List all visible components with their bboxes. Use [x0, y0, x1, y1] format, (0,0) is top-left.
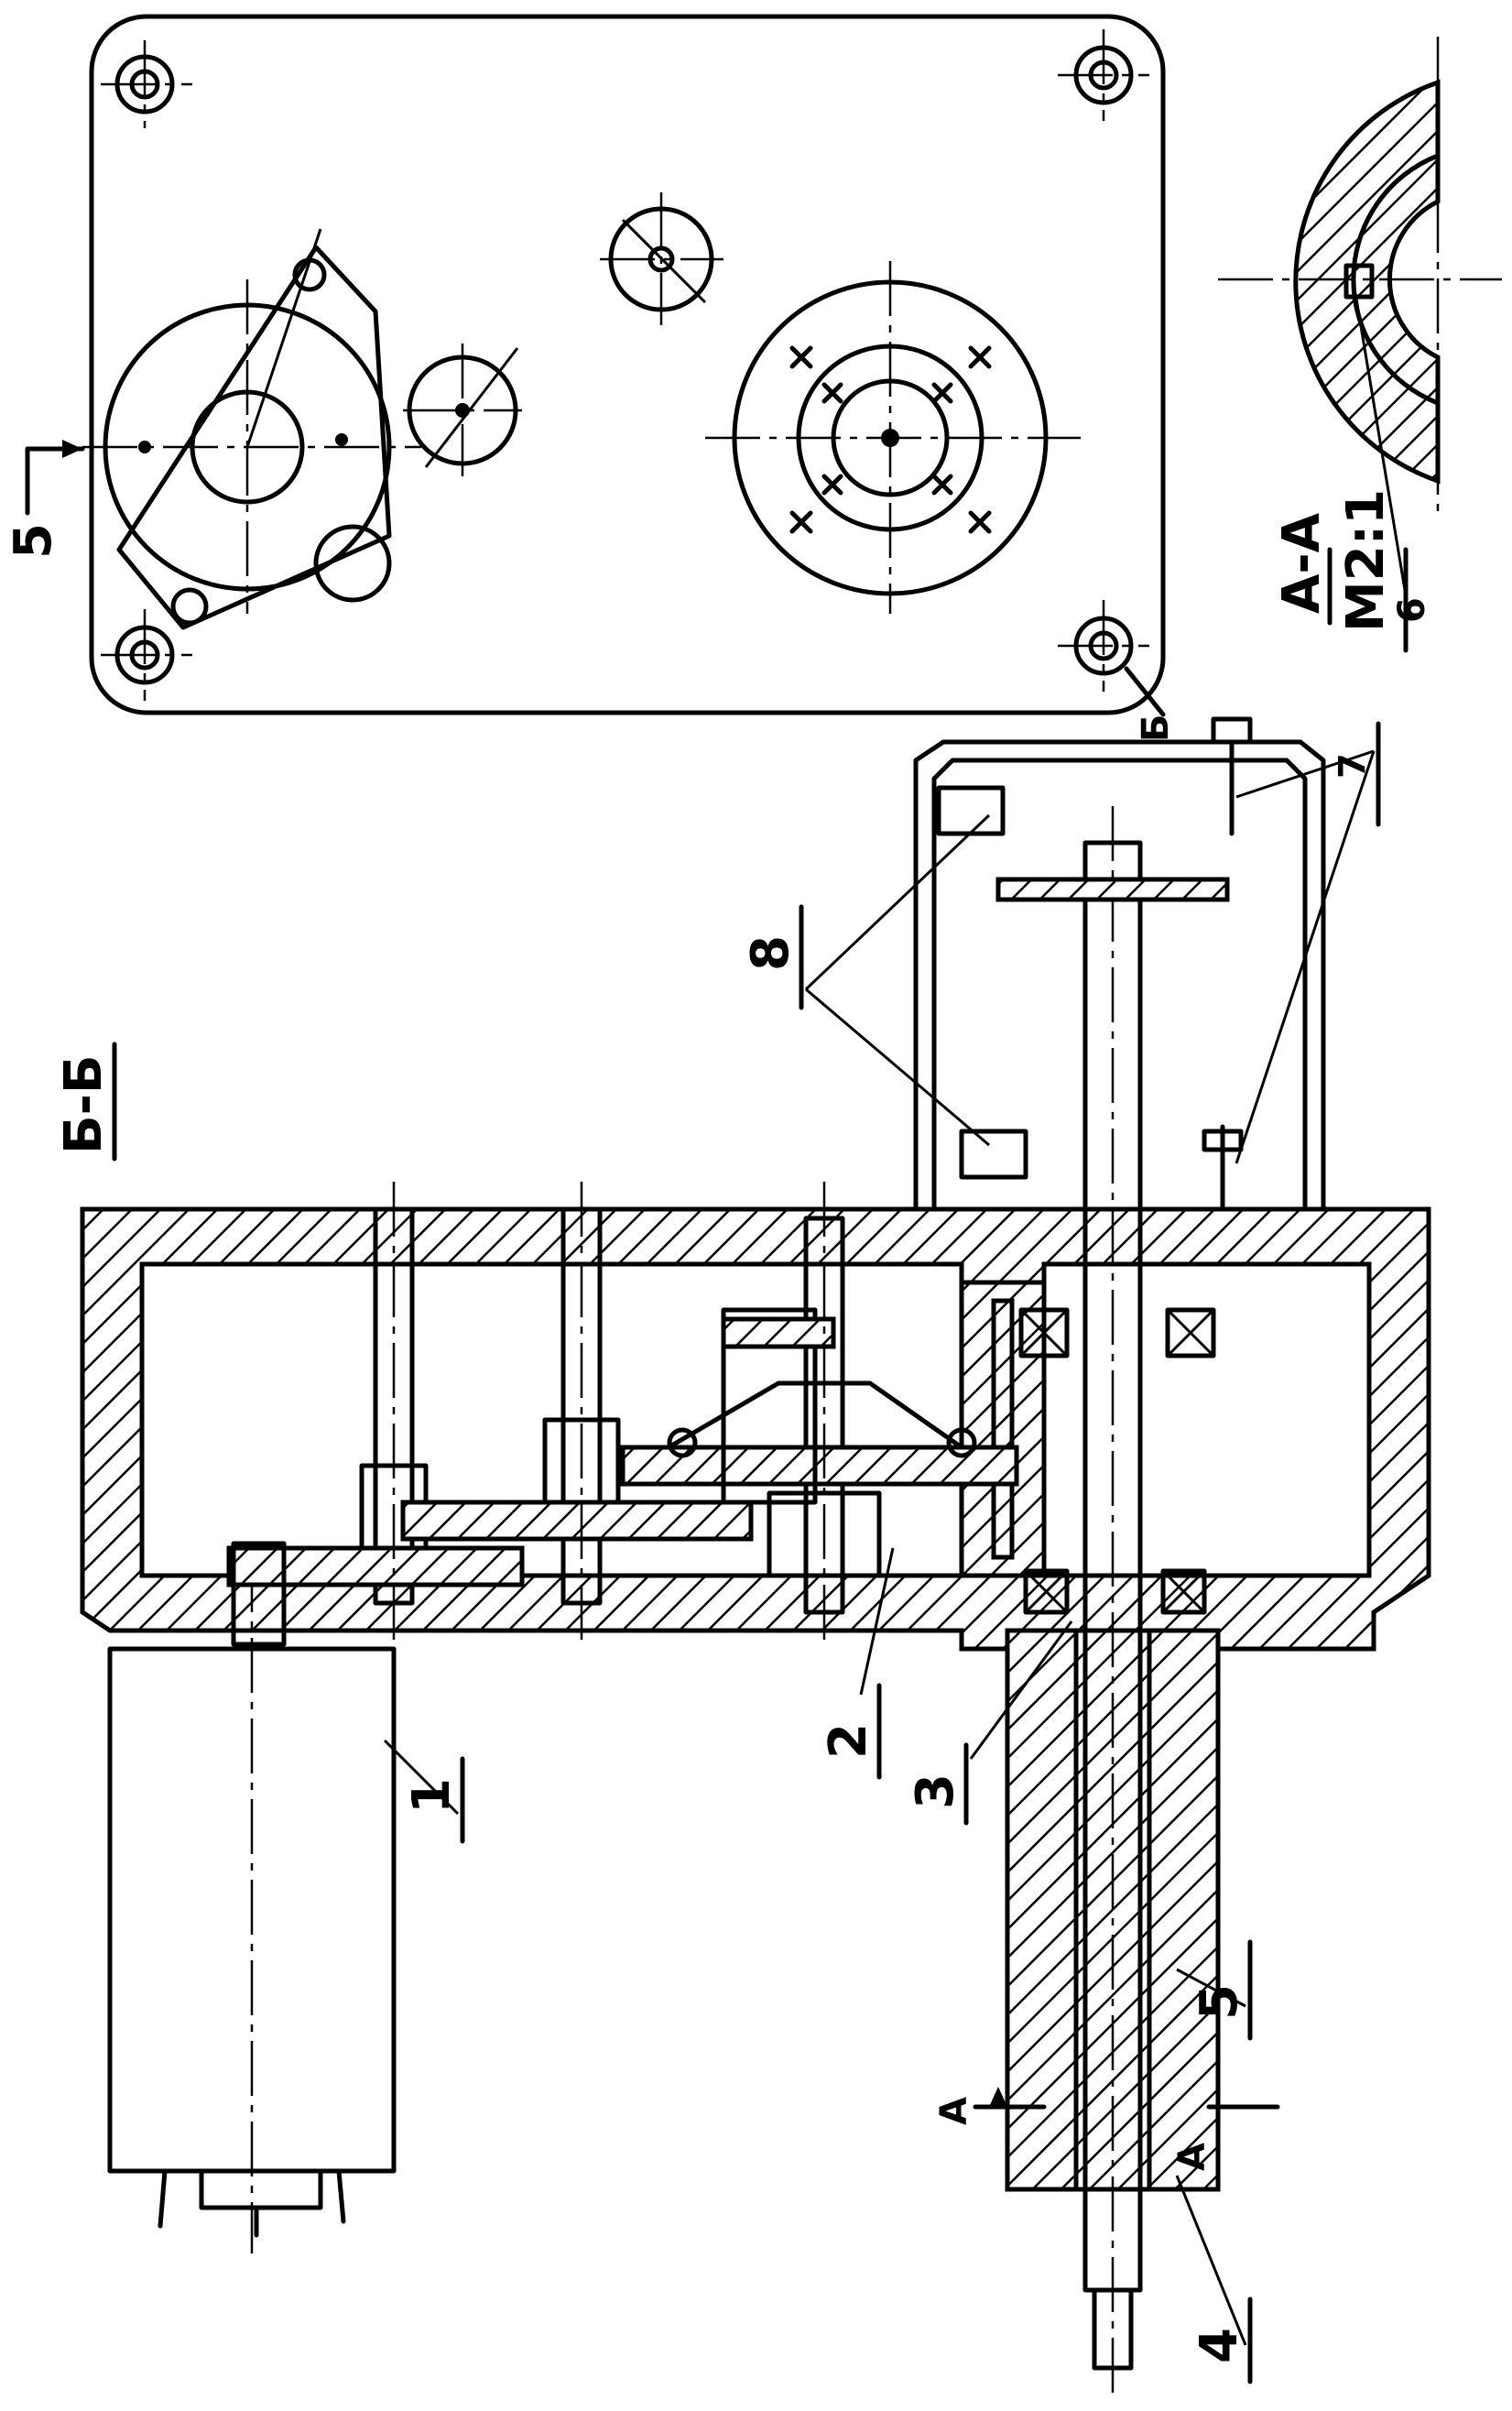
callout-7-label: 7: [1332, 753, 1374, 779]
bearing-bottom: [1165, 1307, 1216, 1358]
central-hub: [959, 1280, 1047, 1578]
end-cover: [913, 716, 1326, 1212]
detail-a-a-label: А-А: [1272, 512, 1332, 614]
mounting-hole-bottom-right: [1058, 600, 1149, 692]
callout-5-label: 5: [1190, 1984, 1249, 2020]
view-marker-5-label: 5: [4, 523, 63, 559]
callout-4-label: 4: [1190, 2328, 1249, 2363]
plate-outline: [89, 14, 1166, 715]
internal-gearing: [226, 1182, 1019, 1649]
small-gear-circle: [403, 344, 522, 476]
callout-1: 1: [383, 1739, 465, 1844]
view-marker-b-label: Б: [1135, 715, 1177, 743]
mounting-hole-top-right: [1058, 29, 1149, 121]
callout-1-label: 1: [402, 1778, 462, 1814]
bearing-left-bottom: [1160, 1568, 1207, 1615]
output-flange: [705, 261, 1081, 614]
callout-8-label: 8: [741, 935, 800, 971]
top-view-plate: [82, 14, 1166, 715]
callout-2: 2: [819, 1547, 895, 1780]
mounting-hole-bottom-left: [101, 609, 192, 701]
callout-6: 6: [1391, 597, 1433, 623]
callout-3-label: 3: [906, 1773, 965, 1809]
cut-marker-a-right-label: А: [1171, 2143, 1213, 2171]
cut-marker-a-left-label: А: [933, 2097, 975, 2125]
bearing-left-top: [1023, 1568, 1070, 1615]
bearing-top: [1018, 1307, 1070, 1358]
electric-motor: [107, 1557, 397, 2253]
view-marker-b: Б: [1124, 666, 1177, 743]
callout-7: 7: [1235, 721, 1381, 1164]
callout-4: 4: [1175, 2175, 1253, 2384]
upper-gear-circle: [600, 192, 723, 325]
motor-flange: [82, 228, 421, 630]
section-b-b: Б-Б: [54, 716, 1431, 2400]
section-label: Б-Б: [54, 1054, 114, 1154]
callout-8: 8: [741, 813, 991, 1147]
callout-3: 3: [906, 1620, 1073, 1826]
cut-marker-a-right: А: [1171, 2104, 1280, 2171]
output-shaft: [1082, 806, 1143, 2400]
callout-2-label: 2: [819, 1723, 878, 1759]
detail-a-a: А-А М2:1 6: [1218, 37, 1502, 653]
view-marker-5: 5: [4, 440, 85, 559]
detail-scale-label: М2:1: [1336, 489, 1396, 632]
flange-bolt-marks: [789, 345, 992, 534]
callout-5: 5: [1176, 1939, 1253, 2041]
cut-marker-a-left: А: [933, 2087, 1047, 2125]
mounting-hole-top-left: [101, 40, 192, 128]
